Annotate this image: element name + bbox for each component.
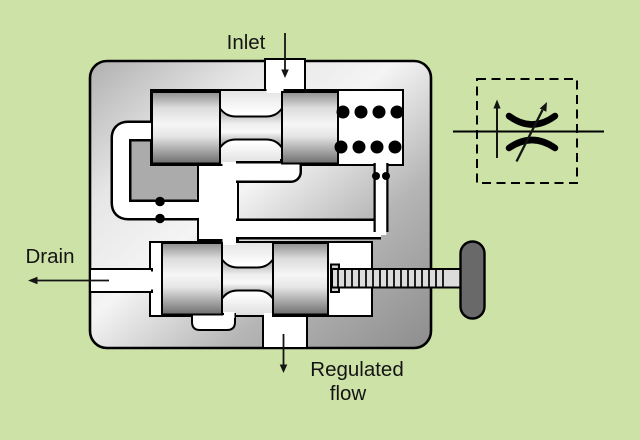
lower-spool — [161, 242, 329, 316]
orifice-pinch-left — [372, 172, 380, 180]
regulated-flow-label-line2: flow — [330, 382, 367, 405]
drain-arrow-icon — [28, 276, 109, 285]
lower-spool-right-land — [272, 242, 329, 316]
chamber-bottom-junction — [222, 237, 236, 245]
port-junction — [264, 313, 272, 320]
upper-spool-left-land — [151, 91, 221, 165]
upper-spool — [151, 91, 339, 165]
central-chamber — [197, 164, 239, 241]
upper-spool-right-land — [281, 91, 339, 165]
orifice-pinch-right — [382, 172, 390, 180]
spring-coil-dots-icon — [334, 105, 404, 154]
regulated-flow-label-line1: Regulated — [310, 358, 403, 381]
orifice-pinch-bottom — [155, 213, 165, 224]
restrictor-lower-arc — [505, 136, 559, 152]
lower-spool-left-land — [161, 242, 223, 316]
pocket-junction — [224, 312, 235, 318]
restrictor-upper-arc — [505, 112, 559, 128]
inlet-label: Inlet — [227, 31, 266, 54]
pilot-u-loop-channel — [110, 120, 202, 224]
drain-junction — [148, 271, 154, 290]
orifice-pinch-top — [155, 196, 165, 207]
drain-label: Drain — [26, 245, 75, 268]
restrictor-adjustable-arrow — [515, 102, 547, 163]
adjustable-restrictor-flow-control-symbol-icon — [453, 78, 604, 184]
threaded-adjustment-screw-icon — [330, 263, 462, 293]
chamber-top-junction — [222, 162, 236, 169]
regulated-flow-arrow-icon — [279, 334, 288, 373]
regulated-flow-port — [262, 315, 308, 349]
inlet-port-junction — [266, 86, 284, 93]
adjustment-knob — [459, 240, 486, 320]
symbol-compensator-arrow — [493, 99, 501, 158]
inlet-arrow-icon — [281, 33, 289, 78]
feedback-channel — [232, 158, 390, 240]
